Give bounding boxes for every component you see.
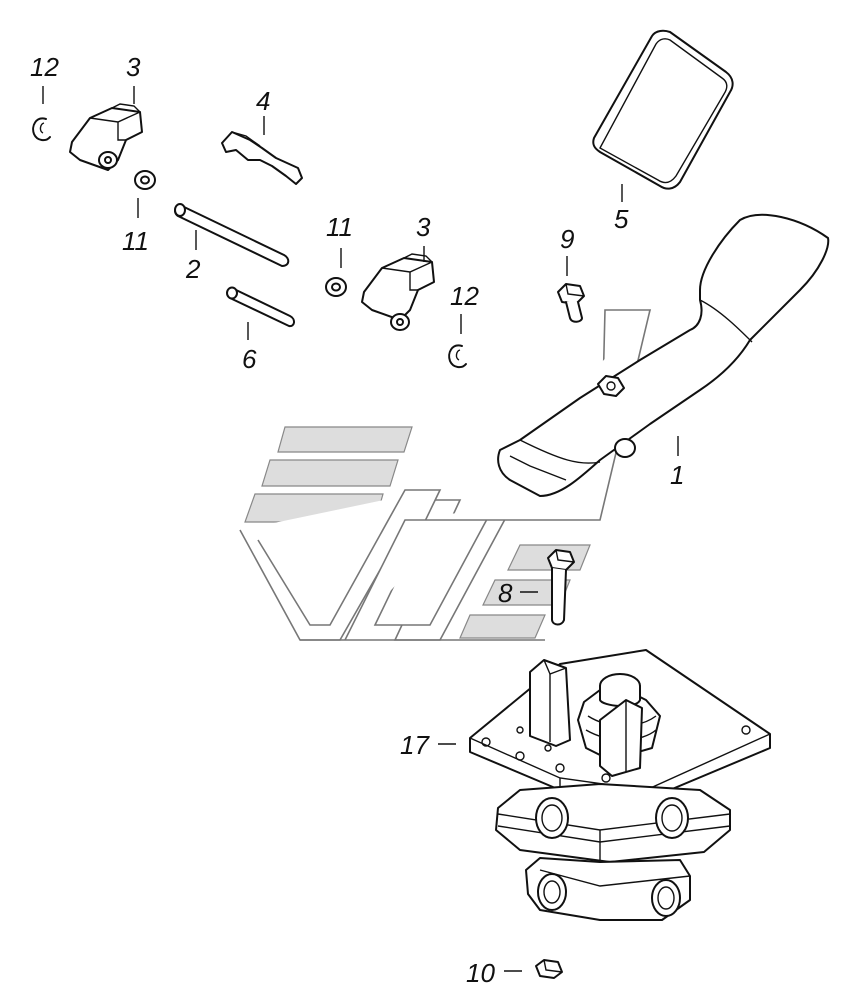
nut-10 (504, 959, 563, 979)
washer-11-middle (325, 248, 347, 297)
callout-3-middle: 3 (416, 212, 431, 242)
callout-2: 2 (186, 254, 201, 284)
callout-1: 1 (670, 460, 685, 490)
pedal-lever-1 (497, 213, 830, 497)
callout-5: 5 (614, 204, 629, 234)
bracket-3-top (69, 86, 143, 171)
bolt-9 (557, 256, 585, 323)
pedal-pad-5 (592, 29, 734, 202)
spring-clip-4 (221, 116, 303, 185)
callout-17: 17 (400, 730, 429, 760)
callout-9: 9 (560, 224, 575, 254)
watermark-logo (239, 309, 652, 641)
washer-11-top (134, 170, 156, 218)
callout-10: 10 (466, 958, 495, 988)
circlip-12-middle (448, 314, 467, 369)
axle-pin-2 (174, 203, 290, 267)
circlip-12-top (32, 86, 51, 142)
callout-6: 6 (242, 344, 257, 374)
brake-valve-17 (438, 649, 771, 921)
callout-3-top: 3 (126, 52, 141, 82)
callout-8: 8 (498, 578, 513, 608)
callout-11-middle: 11 (326, 212, 353, 242)
bolt-8 (520, 549, 575, 626)
pin-6 (226, 286, 295, 340)
bracket-3-middle (361, 246, 435, 331)
callout-12-middle: 12 (450, 281, 479, 311)
callout-4: 4 (256, 86, 271, 116)
callout-12-top: 12 (30, 52, 59, 82)
callout-11-top: 11 (122, 226, 149, 256)
